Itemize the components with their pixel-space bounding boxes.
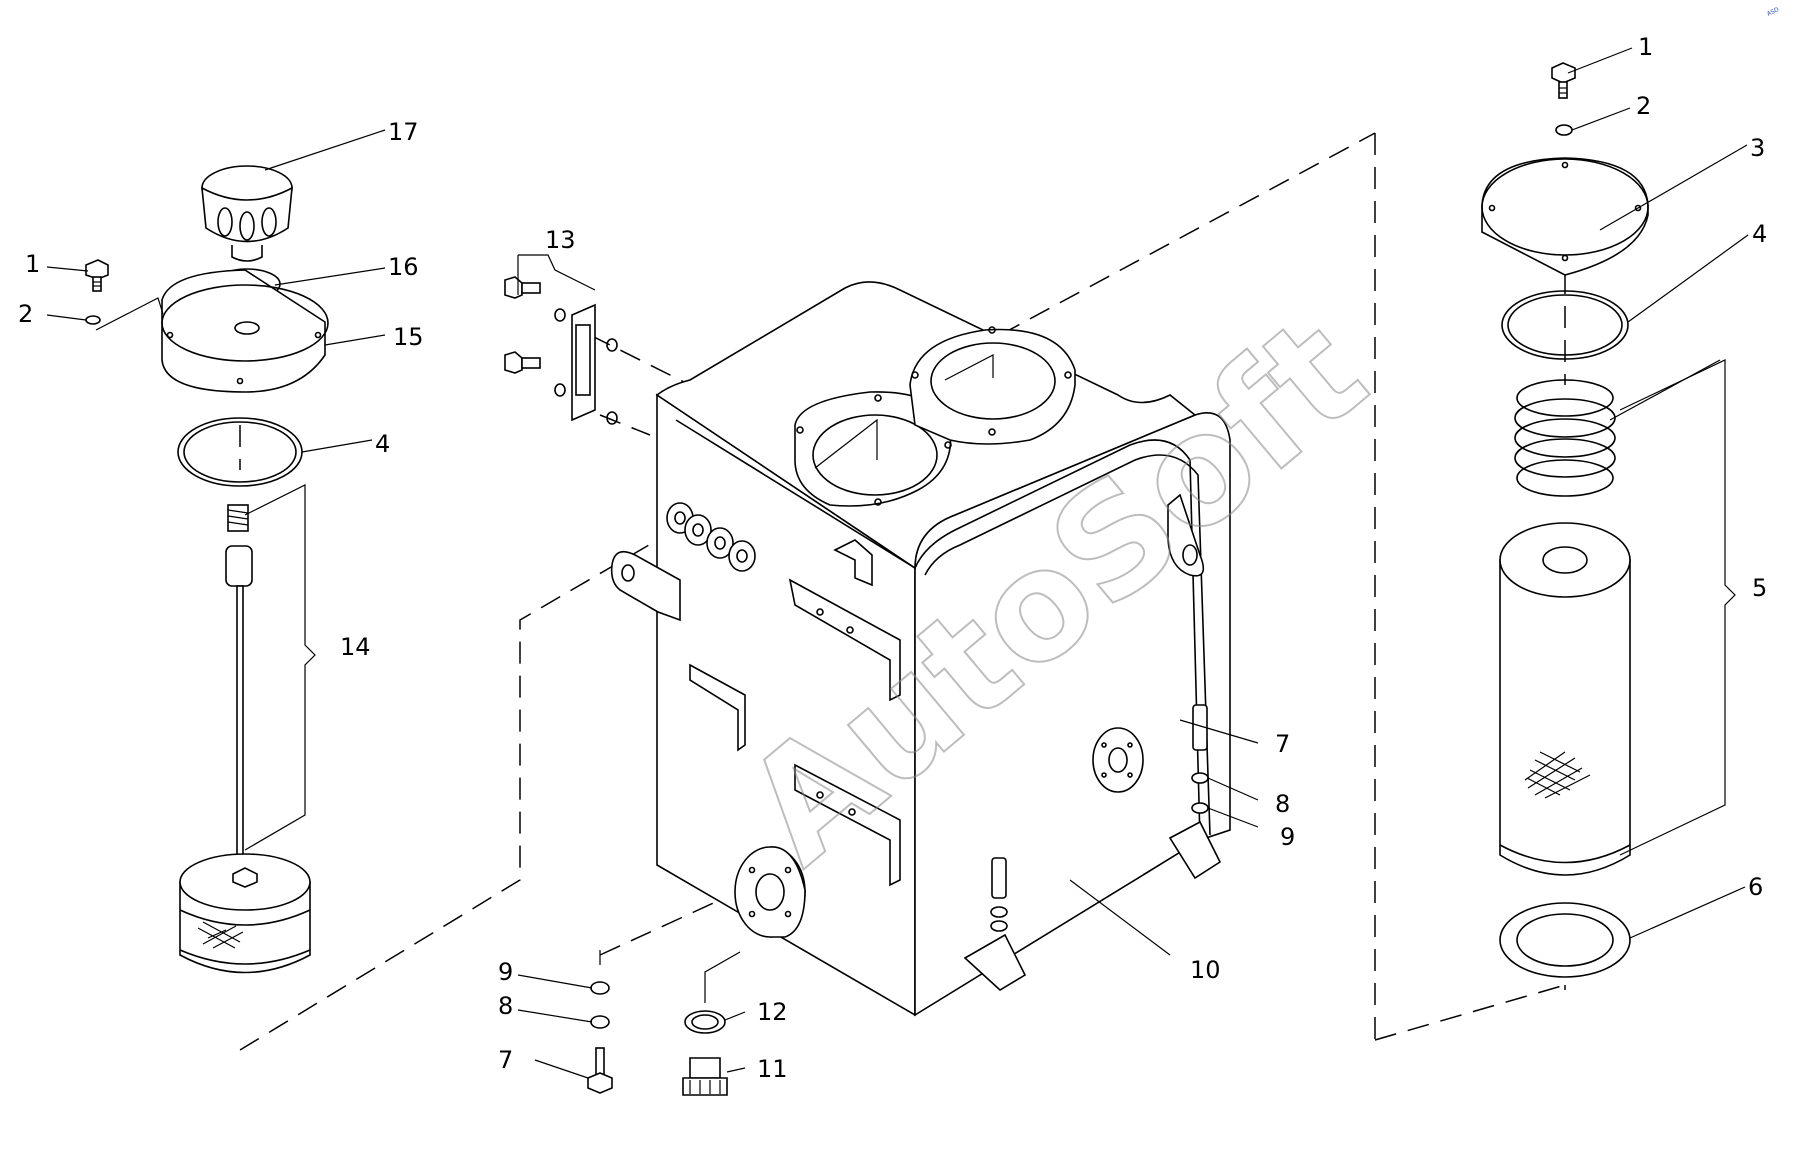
callout-9-bottom: 9: [498, 958, 513, 986]
callout-16: 16: [388, 253, 419, 281]
filter-port-flange-right: [909, 326, 1076, 445]
callout-2-left: 2: [18, 300, 33, 328]
callout-9-side: 9: [1280, 823, 1295, 851]
leader-lines: [46, 47, 1749, 1079]
callout-4-right: 4: [1752, 220, 1767, 248]
callout-13: 13: [545, 226, 576, 254]
bolt-1-left: [85, 259, 109, 292]
callout-8-bottom: 8: [498, 992, 513, 1020]
callout-2-right: 2: [1636, 92, 1651, 120]
right-return-filter-assembly: [1481, 62, 1736, 978]
sight-gauge-13: [504, 254, 618, 425]
washer-2-right: [1555, 124, 1573, 136]
tank-foot-front: [963, 933, 1027, 991]
filter-port-flange-left: [794, 391, 952, 507]
filter-element-5: [1499, 522, 1631, 876]
assembly-centerlines: [239, 132, 1566, 1051]
callout-14: 14: [340, 633, 371, 661]
suction-strainer-14: [179, 853, 311, 974]
callout-11: 11: [757, 1055, 788, 1083]
side-port-flange: [1092, 727, 1144, 793]
callout-17: 17: [388, 118, 419, 146]
callout-15: 15: [393, 323, 424, 351]
lifting-lug-right: [1167, 493, 1205, 577]
cover-plate-15: [161, 269, 329, 393]
mount-bolt-stack-side: [1191, 704, 1209, 814]
spring-left: [227, 504, 249, 532]
top-bracket: [833, 539, 873, 587]
drain-plug-11: [682, 951, 741, 1096]
mount-bracket-middle: [689, 663, 746, 752]
callout-3: 3: [1750, 134, 1765, 162]
left-breather-assembly: [85, 165, 329, 974]
tank-foot-side: [1168, 820, 1222, 880]
filter-spring: [1514, 379, 1616, 497]
corner-mark: ASD: [1766, 6, 1781, 18]
callout-7-side: 7: [1275, 730, 1290, 758]
washer-2-left: [85, 315, 101, 325]
callout-1-left: 1: [25, 250, 40, 278]
callout-5: 5: [1752, 574, 1767, 602]
mount-bolt-stack-front: [990, 857, 1008, 932]
callout-10: 10: [1190, 956, 1221, 984]
callout-6: 6: [1748, 873, 1763, 901]
callout-7-bottom: 7: [498, 1046, 513, 1074]
filter-cover-3: [1481, 157, 1649, 276]
callout-12: 12: [757, 998, 788, 1026]
strainer-rod: [236, 585, 244, 872]
callout-labels: 17 16 15 1 2 4 14 13 7 8 9 10 9 8 7 12 1…: [18, 33, 1767, 1083]
callout-1-right: 1: [1638, 33, 1653, 61]
callout-4-left: 4: [375, 430, 390, 458]
front-port-flange: [734, 846, 806, 938]
breather-cap-17: [201, 165, 293, 262]
lifting-lug-left: [610, 550, 681, 622]
drain-bolt-stack: [587, 950, 613, 1094]
hydraulic-tank-10: [610, 281, 1231, 1017]
o-ring-4-right: [1501, 290, 1629, 360]
guide-tube: [225, 545, 253, 587]
mount-bracket-lower: [794, 763, 901, 887]
callout-8-side: 8: [1275, 790, 1290, 818]
pipe-bosses: [666, 502, 756, 572]
